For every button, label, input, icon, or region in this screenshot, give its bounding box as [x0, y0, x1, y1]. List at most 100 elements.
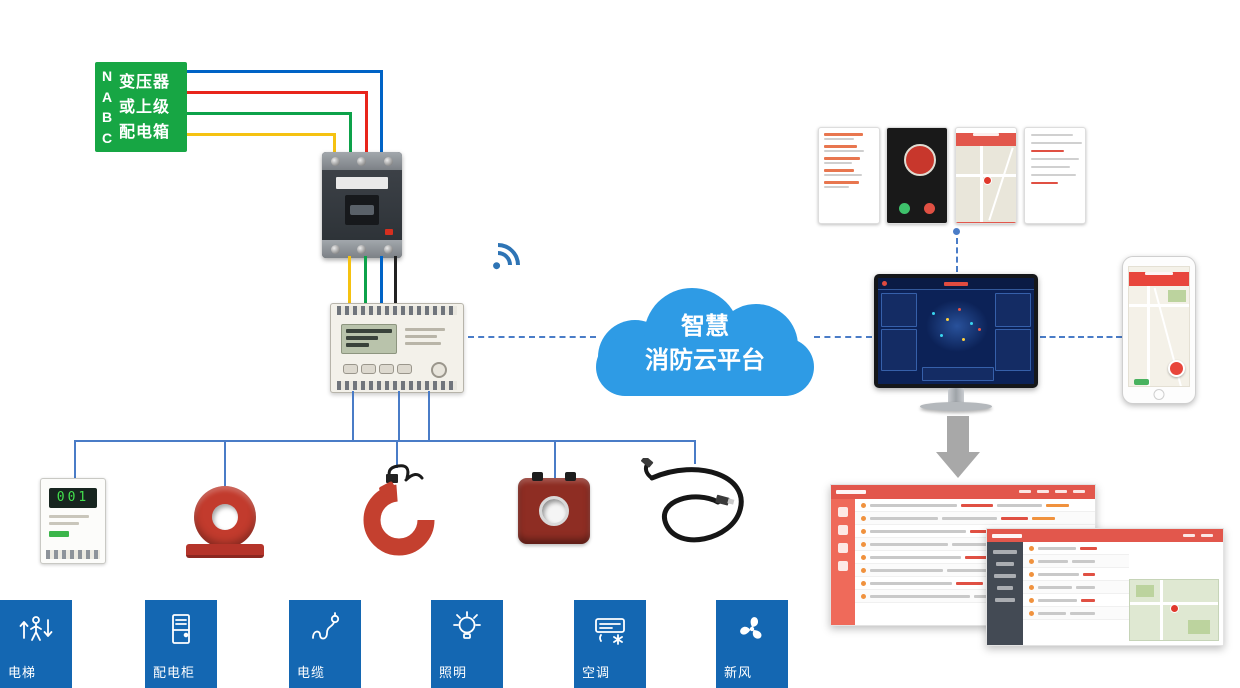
tile-label: 配电柜 — [153, 665, 196, 680]
caller-avatar — [904, 144, 936, 176]
device-button — [361, 364, 376, 374]
mobile-app-screen — [1128, 266, 1190, 387]
link-cloud-monitor — [814, 336, 872, 338]
link-monitor-phone — [1040, 336, 1122, 338]
dashboard-map — [926, 300, 988, 352]
bus-line — [74, 440, 76, 478]
table-row — [1023, 568, 1129, 581]
table-row — [1023, 594, 1129, 607]
terminal-strip — [337, 306, 457, 315]
dashboard-monitor — [874, 274, 1038, 388]
wire-blue — [380, 256, 383, 306]
mobile-app-phone — [1122, 256, 1196, 404]
status-badge — [1134, 379, 1149, 385]
app-screen-incoming-call — [886, 127, 948, 224]
wire-green — [364, 256, 367, 306]
admin-screenshot-front — [986, 528, 1224, 646]
decline-call-icon — [924, 203, 935, 214]
dashboard-panel — [995, 293, 1031, 327]
wire-green — [349, 112, 352, 158]
dashboard-screen — [878, 278, 1034, 384]
meter-indicator — [49, 531, 69, 537]
tile-label: 空调 — [582, 665, 611, 680]
circuit-breaker — [322, 152, 402, 258]
power-monitor-device — [330, 303, 464, 393]
admin-table — [1023, 542, 1129, 645]
table-row — [855, 499, 1095, 512]
device-lcd — [341, 324, 397, 354]
table-row — [855, 512, 1095, 525]
bus-line — [398, 391, 400, 440]
tile-label: 新风 — [724, 665, 753, 680]
transformer-box: N A B C 变压器 或上级 配电箱 — [95, 62, 187, 152]
transformer-box-title: 变压器 或上级 配电箱 — [119, 73, 171, 141]
app-screen-map — [955, 127, 1017, 224]
bus-line — [224, 440, 226, 488]
meter-display: 001 — [49, 488, 97, 508]
tile-label: 电缆 — [297, 665, 326, 680]
distribution-cabinet-icon — [172, 614, 190, 644]
admin-map-panel — [1129, 579, 1219, 641]
breaker-toggle — [350, 205, 374, 215]
mobile-app-header — [1129, 272, 1189, 286]
wire-black — [394, 256, 397, 306]
wire-blue — [187, 70, 383, 73]
admin-sidebar — [987, 542, 1023, 645]
ct-ring-sensor — [186, 486, 264, 560]
table-row — [1023, 607, 1129, 620]
admin-header — [987, 529, 1223, 542]
elevator-icon — [19, 616, 53, 641]
cloud-title: 智慧 消防云平台 — [645, 313, 765, 374]
tile-cable: 电缆 — [289, 600, 361, 688]
tile-label: 照明 — [439, 665, 468, 680]
tile-fresh-air: 新风 — [716, 600, 788, 688]
tile-lighting: 照明 — [431, 600, 503, 688]
table-row — [1023, 581, 1129, 594]
device-knob — [431, 362, 447, 378]
monitor-base — [920, 402, 992, 411]
phase-label-c: C — [101, 129, 113, 146]
ct-open-sensor — [363, 464, 435, 556]
tile-label: 电梯 — [8, 665, 37, 680]
map-pin-icon — [983, 176, 992, 185]
meter-terminals — [46, 550, 100, 559]
link-apps-monitor — [956, 238, 958, 272]
wire-yellow — [348, 256, 351, 306]
breaker-label — [336, 177, 388, 189]
breaker-test-button — [385, 229, 393, 235]
link-node-dot — [953, 228, 960, 235]
ct-square-sensor — [518, 472, 590, 544]
table-row — [1023, 555, 1129, 568]
tile-air-conditioner: 空调 — [574, 600, 646, 688]
lighting-icon — [453, 611, 481, 639]
terminal-strip — [337, 381, 457, 390]
dashboard-header — [878, 278, 1034, 290]
answer-call-icon — [899, 203, 910, 214]
signal-cables — [641, 458, 744, 543]
monitor-stand — [948, 388, 964, 403]
phase-label-a: A — [101, 88, 113, 105]
bus-line — [554, 440, 556, 478]
wire-yellow — [187, 133, 336, 136]
bus-line — [352, 391, 354, 440]
wifi-icon — [466, 233, 530, 297]
phase-label-n: N — [101, 68, 113, 85]
device-button — [343, 364, 358, 374]
phase-label-b: B — [101, 109, 113, 126]
admin-header — [831, 485, 1095, 499]
breaker-top-terminals — [322, 152, 402, 170]
alarm-fab-icon — [1168, 360, 1185, 377]
arrow-down-icon — [947, 416, 969, 454]
dashboard-panel — [995, 329, 1031, 371]
device-button — [397, 364, 412, 374]
bus-line — [74, 440, 696, 442]
device-button — [379, 364, 394, 374]
app-screen-messages — [1024, 127, 1086, 224]
bus-line — [694, 440, 696, 464]
breaker-bottom-terminals — [322, 240, 402, 258]
dashboard-panel — [881, 329, 917, 371]
wire-green — [187, 112, 352, 115]
table-row — [1023, 542, 1129, 555]
arrow-down-icon — [936, 452, 980, 478]
map-pin-icon — [1170, 604, 1179, 613]
